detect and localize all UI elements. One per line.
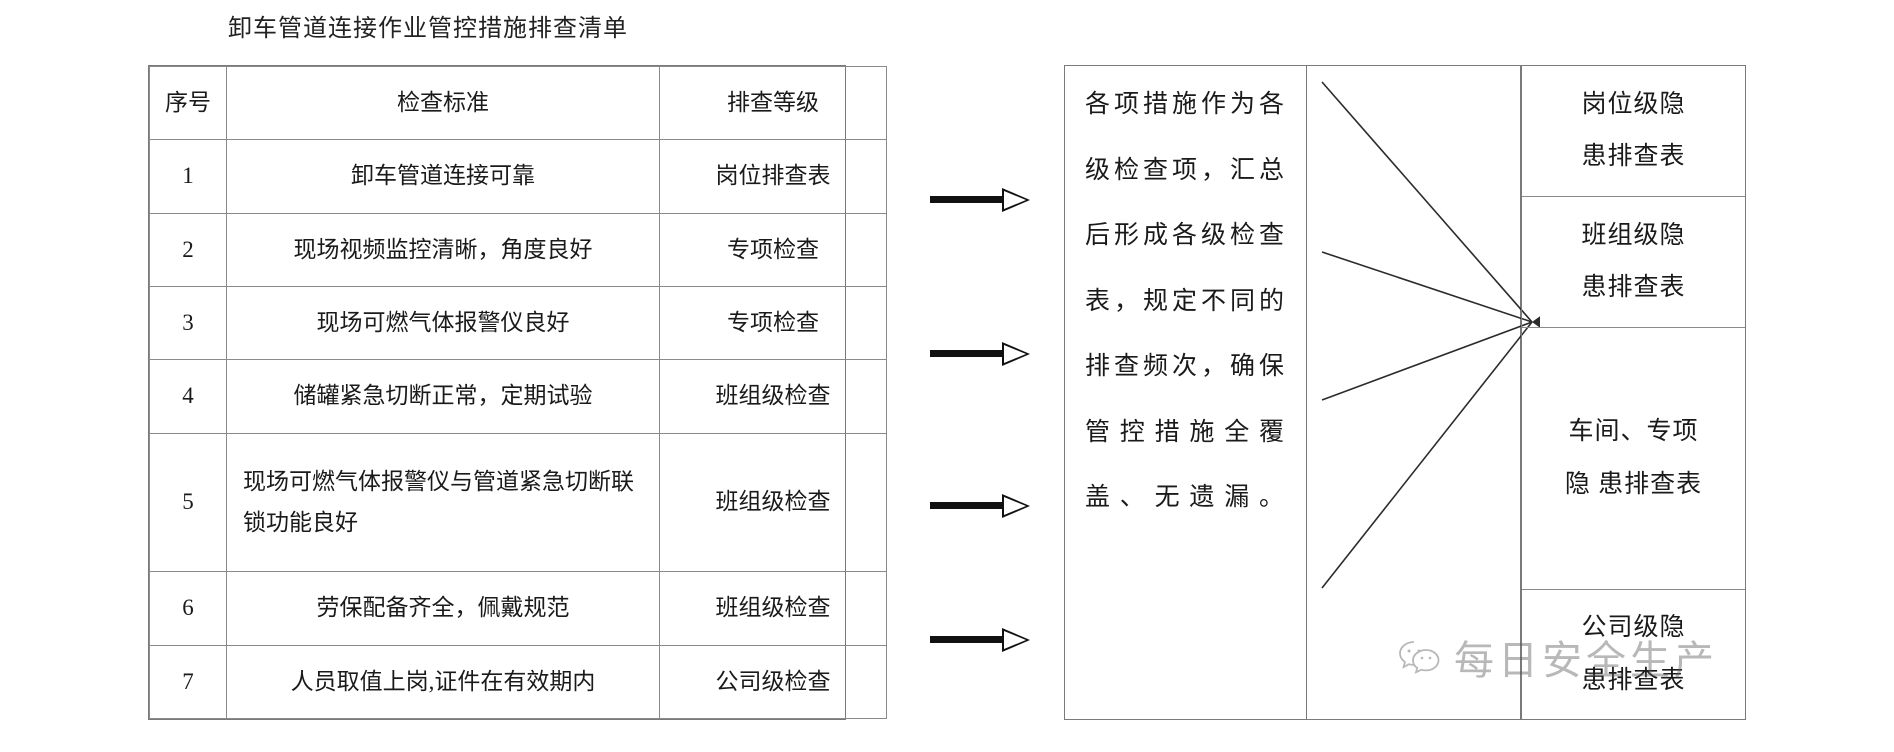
cell-no: 5 <box>149 432 227 573</box>
output-form-box-4: 公司级隐 患排查表 <box>1522 590 1745 719</box>
cell-standard: 现场可燃气体报警仪良好 <box>226 286 660 361</box>
arrow-shaft <box>930 636 1004 643</box>
cell-level: 专项检查 <box>659 212 887 288</box>
table-row: 4 储罐紧急切断正常，定期试验 班组级检查 <box>149 359 887 434</box>
summary-text: 各项措施作为各级检查项，汇总后形成各级检查表，规定不同的排查频次，确保管控措施全… <box>1085 91 1286 511</box>
header-cell-level: 排查等级 <box>659 65 887 141</box>
cell-standard: 储罐紧急切断正常，定期试验 <box>226 359 660 434</box>
output-form-label: 车间、专项 隐 患排查表 <box>1564 418 1703 498</box>
table-row: 2 现场视频监控清晰，角度良好 专项检查 <box>149 212 887 288</box>
page-title: 卸车管道连接作业管控措施排查清单 <box>228 16 628 42</box>
arrow-head-inner <box>1004 191 1026 209</box>
table-row: 7 人员取值上岗,证件在有效期内 公司级检查 <box>149 644 887 720</box>
cell-standard: 现场可燃气体报警仪与管道紧急切断联锁功能良好 <box>226 432 660 573</box>
output-form-label: 岗位级隐 患排查表 <box>1581 90 1686 171</box>
table-row: 1 卸车管道连接可靠 岗位排查表 <box>149 139 887 214</box>
cell-standard: 人员取值上岗,证件在有效期内 <box>226 644 660 720</box>
output-form-box-3: 车间、专项 隐 患排查表 <box>1522 328 1745 590</box>
arrow-shaft <box>930 196 1004 203</box>
cell-level: 专项检查 <box>659 286 887 361</box>
cell-standard: 卸车管道连接可靠 <box>226 139 660 214</box>
cell-standard: 劳保配备齐全，佩戴规范 <box>226 571 660 646</box>
arrow-shaft <box>930 502 1004 509</box>
cell-no: 2 <box>149 212 227 288</box>
table-header-row: 序号 检查标准 排查等级 <box>149 65 887 141</box>
cell-no: 7 <box>149 644 227 720</box>
table-row: 3 现场可燃气体报警仪良好 专项检查 <box>149 286 887 361</box>
arrow-shaft <box>930 350 1004 357</box>
table-row: 6 劳保配备齐全，佩戴规范 班组级检查 <box>149 571 887 646</box>
cell-no: 6 <box>149 571 227 646</box>
header-cell-no: 序号 <box>149 65 227 141</box>
cell-standard: 现场视频监控清晰，角度良好 <box>226 212 660 288</box>
output-form-label: 公司级隐 患排查表 <box>1581 614 1686 694</box>
cell-no: 4 <box>149 359 227 434</box>
table-row: 5 现场可燃气体报警仪与管道紧急切断联锁功能良好 班组级检查 <box>149 432 887 573</box>
cell-level: 公司级检查 <box>659 644 887 720</box>
cell-level: 班组级检查 <box>659 359 887 434</box>
connector-box <box>1307 65 1521 720</box>
summary-box: 各项措施作为各级检查项，汇总后形成各级检查表，规定不同的排查频次，确保管控措施全… <box>1064 65 1307 720</box>
watermark-text: 每日安全生产 <box>1454 639 1718 683</box>
watermark: 每日安全生产 <box>1398 628 1718 686</box>
cell-no: 1 <box>149 139 227 214</box>
cell-no: 3 <box>149 286 227 361</box>
header-cell-standard: 检查标准 <box>226 65 660 141</box>
checklist-table: 序号 检查标准 排查等级 1 卸车管道连接可靠 岗位排查表 2 现场视频监控清晰… <box>148 65 887 720</box>
arrow-head-inner <box>1004 345 1026 363</box>
cell-level: 岗位排查表 <box>659 139 887 214</box>
output-form-box-2: 班组级隐 患排查表 <box>1522 197 1745 328</box>
arrow-head-inner <box>1004 631 1026 649</box>
arrow-head-inner <box>1004 497 1026 515</box>
output-form-box-1: 岗位级隐 患排查表 <box>1522 66 1745 197</box>
output-forms-column: 岗位级隐 患排查表 班组级隐 患排查表 车间、专项 隐 患排查表 公司级隐 患排… <box>1521 65 1746 720</box>
output-form-label: 班组级隐 患排查表 <box>1581 221 1686 302</box>
cell-level: 班组级检查 <box>659 571 887 646</box>
wechat-icon <box>1398 638 1442 676</box>
cell-level: 班组级检查 <box>659 432 887 573</box>
